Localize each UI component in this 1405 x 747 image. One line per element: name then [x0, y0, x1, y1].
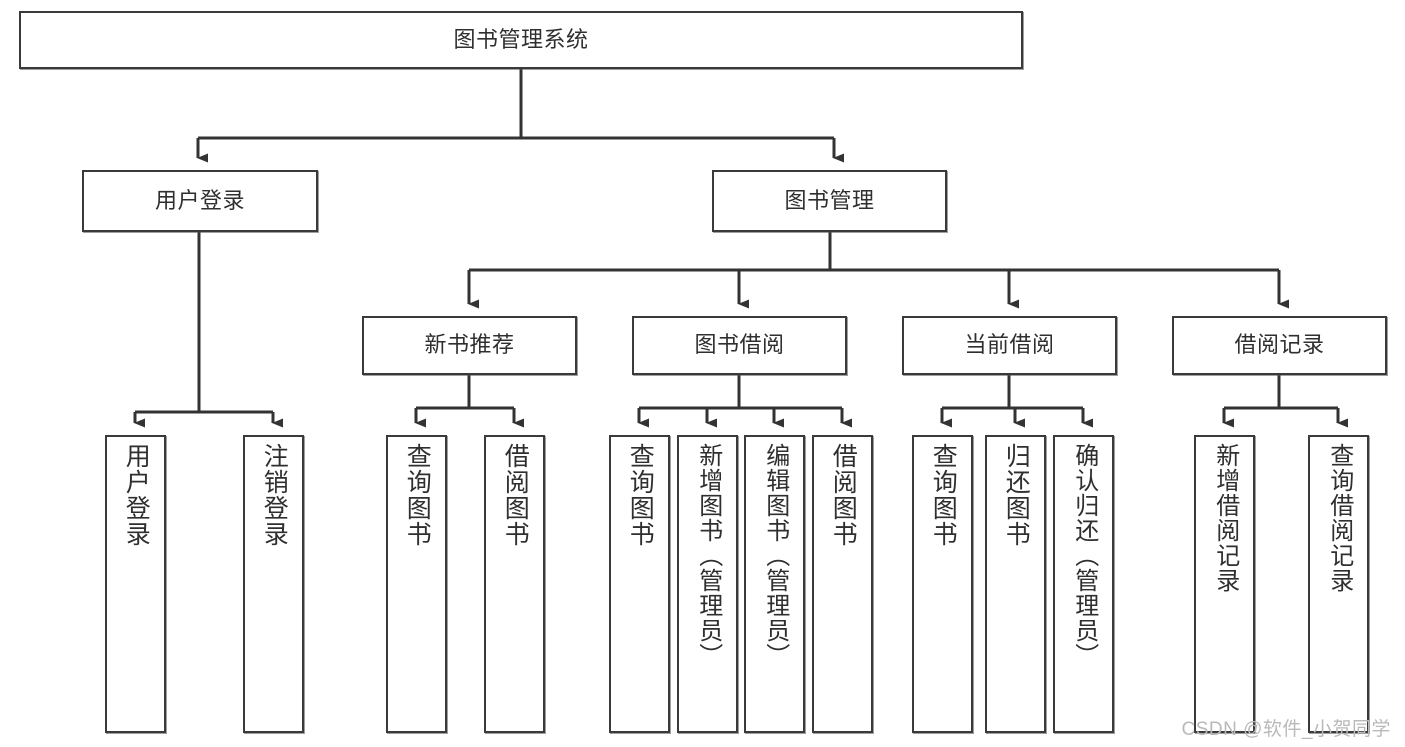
csdn-watermark: CSDN @软件_小贺同学: [1181, 719, 1391, 740]
node-leaf-record-add[interactable]: 新增借阅记录: [1194, 435, 1255, 733]
node-book-borrow[interactable]: 图书借阅: [632, 316, 847, 375]
node-leaf-borrow-query-book-label: 查询图书: [626, 443, 655, 547]
node-leaf-borrow-borrow-book-label: 借阅图书: [829, 443, 858, 547]
node-leaf-record-query[interactable]: 查询借阅记录: [1308, 435, 1369, 733]
node-leaf-current-query-book[interactable]: 查询图书: [912, 435, 973, 733]
node-leaf-current-return-book-label: 归还图书: [1002, 443, 1031, 547]
node-leaf-borrow-add-book[interactable]: 新增图书（管理员）: [677, 435, 738, 733]
node-leaf-record-query-label: 查询借阅记录: [1325, 443, 1353, 593]
node-user-login-label: 用户登录: [154, 187, 245, 213]
node-new-book-recommend-label: 新书推荐: [424, 332, 515, 358]
node-book-borrow-label: 图书借阅: [694, 332, 785, 358]
node-leaf-user-logout-label: 注销登录: [260, 443, 289, 547]
node-current-borrow-label: 当前借阅: [964, 332, 1055, 358]
node-book-manage-label: 图书管理: [784, 187, 875, 213]
node-book-manage[interactable]: 图书管理: [712, 170, 947, 232]
node-borrow-record[interactable]: 借阅记录: [1172, 316, 1387, 375]
node-leaf-borrow-query-book[interactable]: 查询图书: [609, 435, 670, 733]
node-leaf-user-login[interactable]: 用户登录: [105, 435, 166, 733]
node-root-label: 图书管理系统: [453, 26, 589, 52]
node-leaf-rec-query-book-label: 查询图书: [403, 443, 432, 547]
node-leaf-borrow-edit-book[interactable]: 编辑图书（管理员）: [744, 435, 805, 733]
node-current-borrow[interactable]: 当前借阅: [902, 316, 1117, 375]
node-user-login[interactable]: 用户登录: [82, 170, 318, 232]
node-borrow-record-label: 借阅记录: [1234, 332, 1325, 358]
node-leaf-borrow-edit-book-label: 编辑图书（管理员）: [761, 443, 789, 668]
node-leaf-borrow-borrow-book[interactable]: 借阅图书: [812, 435, 873, 733]
node-leaf-current-confirm-return[interactable]: 确认归还（管理员）: [1053, 435, 1114, 733]
node-new-book-recommend[interactable]: 新书推荐: [362, 316, 577, 375]
node-leaf-record-add-label: 新增借阅记录: [1211, 443, 1239, 593]
node-leaf-user-login-label: 用户登录: [122, 443, 151, 547]
node-root[interactable]: 图书管理系统: [19, 11, 1023, 69]
node-leaf-current-query-book-label: 查询图书: [929, 443, 958, 547]
node-leaf-borrow-add-book-label: 新增图书（管理员）: [694, 443, 722, 668]
node-leaf-rec-query-book[interactable]: 查询图书: [386, 435, 447, 733]
node-leaf-current-confirm-return-label: 确认归还（管理员）: [1070, 443, 1098, 668]
node-leaf-current-return-book[interactable]: 归还图书: [985, 435, 1046, 733]
node-leaf-rec-borrow-book[interactable]: 借阅图书: [484, 435, 545, 733]
node-leaf-rec-borrow-book-label: 借阅图书: [501, 443, 530, 547]
node-leaf-user-logout[interactable]: 注销登录: [243, 435, 304, 733]
